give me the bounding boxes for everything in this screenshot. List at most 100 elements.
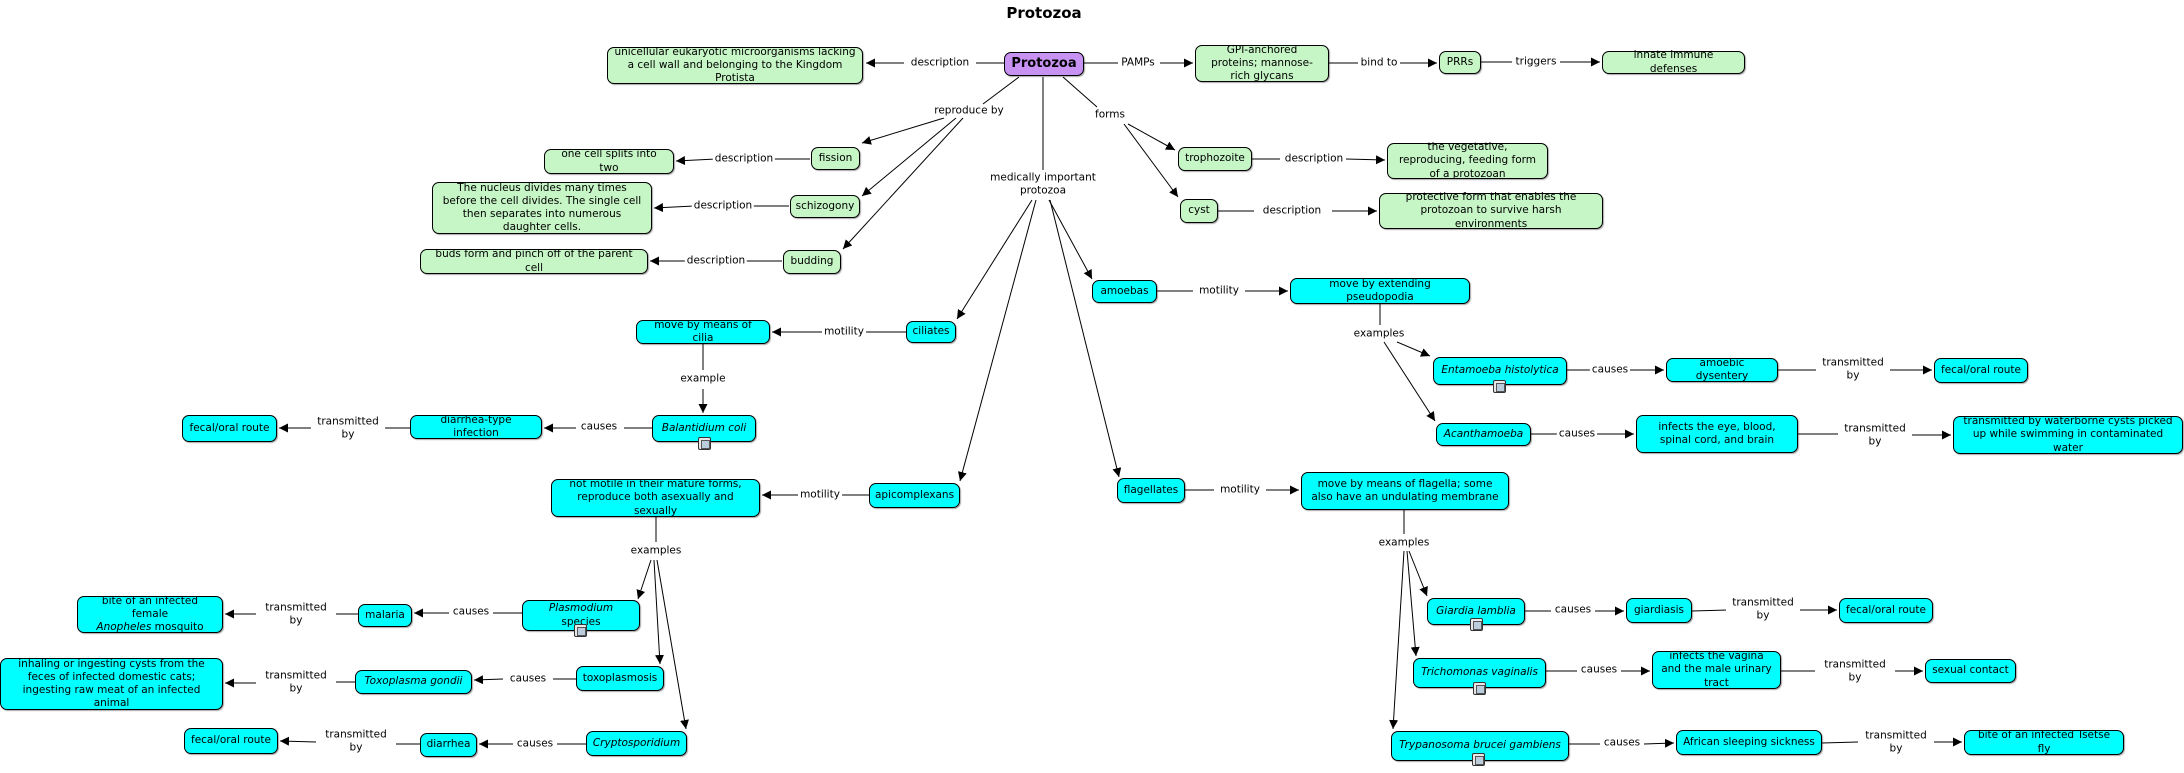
node-protozoa[interactable]: Protozoa <box>1004 52 1084 76</box>
connector-arrow <box>861 117 957 197</box>
connector-arrow <box>636 559 652 600</box>
node-flagella[interactable]: move by means of flagella; some also hav… <box>1301 472 1509 510</box>
node-diarrhea-infection[interactable]: diarrhea-type infection <box>410 414 542 439</box>
node-cyst[interactable]: cyst <box>1180 199 1218 223</box>
link-label-motility: motility <box>798 488 842 502</box>
node-diarrhea[interactable]: diarrhea <box>420 733 477 757</box>
link-label-motility: motility <box>822 325 866 339</box>
node-schizogony[interactable]: schizogony <box>790 195 860 218</box>
node-schizogony-description[interactable]: The nucleus divides many times before th… <box>432 182 652 234</box>
node-trophozoite-description[interactable]: the vegetative, reproducing, feeding for… <box>1387 141 1548 180</box>
plasmodium-genus: Plasmodium <box>548 602 614 615</box>
link-label-transmitted-by: transmitted by <box>259 601 333 627</box>
node-budding-description[interactable]: buds form and pinch off of the parent ce… <box>420 248 648 274</box>
link-label-forms: forms <box>1093 108 1127 122</box>
node-protozoa-description[interactable]: unicellular eukaryotic microorganisms la… <box>607 46 863 84</box>
node-amoebic-dysentery[interactable]: amoebic dysentery <box>1666 357 1778 382</box>
plasmodium-species: species <box>561 615 601 628</box>
node-cryptosporidium[interactable]: Cryptosporidium <box>586 731 687 756</box>
node-cats[interactable]: inhaling or ingesting cysts from the fec… <box>0 658 223 710</box>
link-label-example: example <box>678 372 728 386</box>
connector-arrow <box>653 559 664 665</box>
map-title: Protozoa <box>1006 4 1082 22</box>
node-apicomplexans[interactable]: apicomplexans <box>869 483 960 508</box>
resource-icon[interactable] <box>1473 682 1486 695</box>
link-label-causes: causes <box>514 737 556 751</box>
node-toxoplasmosis[interactable]: toxoplasmosis <box>576 666 664 691</box>
link-label-transmitted-by: transmitted by <box>1816 356 1890 382</box>
link-label-transmitted-by: transmitted by <box>1859 729 1933 755</box>
link-label-causes: causes <box>450 605 492 619</box>
resource-icon[interactable] <box>574 624 587 637</box>
resource-icon[interactable] <box>1470 618 1483 631</box>
node-giardiasis[interactable]: giardiasis <box>1626 598 1692 623</box>
anopheles-text-b: mosquito <box>151 621 204 634</box>
link-label-examples: examples <box>628 544 684 558</box>
link-label-description: description <box>684 254 748 268</box>
link-label-examples: examples <box>1351 327 1407 341</box>
node-fecal-oral-1[interactable]: fecal/oral route <box>182 415 277 442</box>
connector-arrow <box>656 559 689 730</box>
node-entamoeba[interactable]: Entamoeba histolytica <box>1433 357 1567 385</box>
node-not-motile[interactable]: not motile in their mature forms, reprod… <box>551 478 760 517</box>
connector-line <box>1062 76 1098 108</box>
connector-arrow <box>1049 199 1122 478</box>
connector-arrow <box>675 156 717 166</box>
node-sexual-contact[interactable]: sexual contact <box>1925 659 2016 683</box>
connector-arrow <box>1406 550 1420 657</box>
node-tsetse[interactable]: bite of an infected Tsetse fly <box>1964 729 2124 755</box>
connector-arrow <box>1048 199 1093 280</box>
node-flagellates[interactable]: flagellates <box>1117 478 1185 503</box>
node-cilia-motility[interactable]: move by means of cilia <box>636 319 770 344</box>
link-label-pamps: PAMPs <box>1119 56 1157 70</box>
node-gpi-proteins[interactable]: GPI-anchored proteins; mannose-rich glyc… <box>1195 44 1329 82</box>
resource-icon[interactable] <box>1493 380 1506 393</box>
resource-icon[interactable] <box>1472 753 1485 766</box>
node-innate-immune[interactable]: innate immune defenses <box>1602 49 1745 75</box>
node-fecal-oral-4[interactable]: fecal/oral route <box>1839 598 1933 623</box>
node-vagina-infection[interactable]: infects the vagina and the male urinary … <box>1652 650 1781 689</box>
connector-arrow <box>473 675 504 685</box>
node-cyst-description[interactable]: protective form that enables the protozo… <box>1379 191 1603 230</box>
connector-arrow <box>1127 123 1176 151</box>
link-label-triggers: triggers <box>1513 55 1559 69</box>
connector-line <box>982 76 1020 105</box>
anopheles-text-a: bite of an infected female <box>101 594 199 620</box>
node-waterborne[interactable]: transmitted by waterborne cysts picked u… <box>1953 415 2183 454</box>
node-acanthamoeba[interactable]: Acanthamoeba <box>1436 423 1531 446</box>
node-fission-description[interactable]: one cell splits into two <box>544 148 674 174</box>
node-ciliates[interactable]: ciliates <box>906 321 956 343</box>
link-label-transmitted-by: transmitted by <box>1838 422 1912 448</box>
connector-arrow <box>653 203 695 213</box>
resource-icon[interactable] <box>698 437 711 450</box>
link-label-causes: causes <box>1589 363 1631 377</box>
connector-arrow <box>956 199 1033 320</box>
link-label-causes: causes <box>578 420 620 434</box>
link-label-transmitted-by: transmitted by <box>311 415 385 441</box>
node-trophozoite[interactable]: trophozoite <box>1178 147 1252 171</box>
connector-arrow <box>1389 550 1405 730</box>
node-sleeping-sickness[interactable]: African sleeping sickness <box>1676 730 1822 755</box>
node-fission[interactable]: fission <box>811 147 860 170</box>
link-label-examples: examples <box>1376 536 1432 550</box>
link-label-transmitted-by: transmitted by <box>1818 658 1892 684</box>
node-budding[interactable]: budding <box>783 250 841 274</box>
node-amoebas[interactable]: amoebas <box>1092 280 1157 303</box>
link-label-medically-important: medically important protozoa <box>986 171 1100 197</box>
node-prrs[interactable]: PRRs <box>1439 51 1481 74</box>
connector-arrow <box>1345 155 1386 165</box>
link-label-description: description <box>712 152 776 166</box>
node-fecal-oral-2[interactable]: fecal/oral route <box>1934 358 2028 383</box>
connector-arrow <box>1396 341 1431 357</box>
node-malaria[interactable]: malaria <box>358 604 412 627</box>
connector-arrow <box>861 117 945 145</box>
node-eye-infection[interactable]: infects the eye, blood, spinal cord, and… <box>1636 415 1798 453</box>
connector-line <box>1691 609 1729 612</box>
node-fecal-oral-3[interactable]: fecal/oral route <box>184 728 278 754</box>
node-toxoplasma[interactable]: Toxoplasma gondii <box>355 670 472 694</box>
node-pseudopodia[interactable]: move by extending pseudopodia <box>1290 278 1470 304</box>
link-label-description: description <box>908 56 972 70</box>
link-label-description: description <box>1260 204 1324 218</box>
